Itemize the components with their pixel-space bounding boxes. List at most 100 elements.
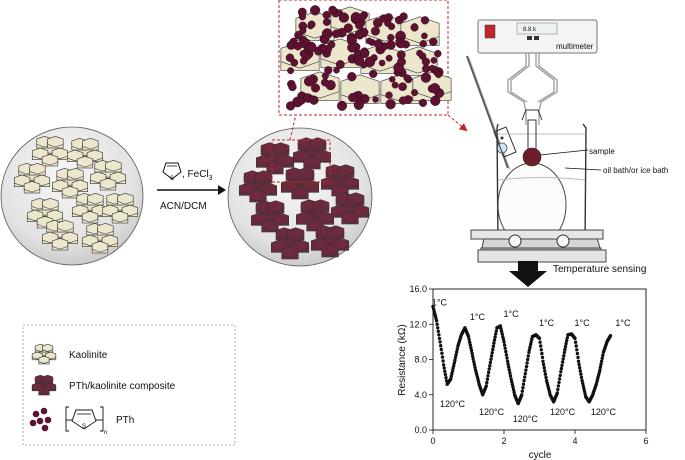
pth-dot [336,9,343,17]
pth-dot [309,95,319,105]
solvent-label: ACN/DCM [160,201,207,212]
data-point [577,362,581,367]
data-point [437,333,441,337]
data-point [450,369,455,373]
composite-sphere [227,127,373,267]
kaolinite-particle [51,237,69,251]
x-axis-label: cycle [529,450,552,460]
pth-dot [304,76,315,87]
data-point [525,361,529,365]
pth-dot [389,76,396,83]
kaolinite-icon [31,343,57,365]
data-point [502,340,506,344]
data-point [472,360,476,364]
pth-dot [350,12,362,23]
display-readout: 8.8 k [523,27,537,33]
data-point [494,332,498,336]
pth-dot [397,57,406,67]
pth-dot [364,56,376,68]
data-point [468,343,472,347]
data-point [499,327,503,331]
data-point [557,380,561,385]
data-point [472,362,477,367]
data-point [466,334,471,339]
data-point [505,356,509,360]
x-tick-label: 4 [572,436,577,446]
bath-label: oil bath/or ice bath [603,166,668,175]
data-point [540,351,544,356]
kaolinite-particle [91,240,109,254]
pth-dot [347,42,357,53]
plot-frame [432,288,647,431]
sensing-label: Temperature sensing [553,264,646,275]
data-point [504,349,508,354]
pth-dot [387,22,396,31]
data-point [493,335,497,339]
data-point [455,350,459,354]
y-tick-label: 8.0 [414,355,427,365]
composite-particle [267,200,285,214]
pth-dot [395,38,403,45]
pth-dot [385,54,393,62]
data-point [608,334,613,338]
pth-atom: S [82,424,86,430]
data-point [582,389,587,393]
pth-dot [36,417,44,425]
data-point [526,354,530,358]
reagent-label: , FeCl3 [182,169,213,182]
pth-dot [299,57,308,65]
pth-dot [324,66,333,75]
data-point [522,378,526,383]
data-point [508,374,513,378]
temperature-annotation: 1°C [504,309,520,319]
pth-dot [420,16,430,25]
data-point [600,356,604,360]
kaolinite-particle [42,343,54,353]
data-point [486,370,491,375]
pth-dot [331,29,341,39]
x-tick-label: 6 [643,436,648,446]
data-point [562,350,567,355]
data-point [559,370,563,374]
data-point [501,334,505,339]
data-point [557,377,562,381]
pth-dot [398,82,407,91]
composite-particle [321,244,339,258]
composite-particle [270,239,289,253]
data-point [598,365,603,369]
composite-particle [297,167,315,181]
inset-particles [280,5,452,111]
data-point [601,353,605,358]
pth-dot [428,64,436,72]
pth-dot [322,18,331,26]
pth-dot [355,20,364,30]
data-point [440,351,444,355]
kaolinite-particle [42,197,59,211]
data-point [449,374,453,378]
data-point [543,369,547,373]
data-point [486,374,490,378]
pth-dot [403,74,411,82]
pth-dot [328,5,337,15]
pth-dot [421,32,428,40]
probe-wires [507,53,558,125]
data-point [541,359,545,363]
y-tick-label: 12.0 [409,319,427,329]
composite-particle [255,170,273,184]
y-tick-label: 0.0 [414,425,427,435]
setup-arrow [447,114,468,132]
kaolinite-particle [76,155,94,169]
pth-dot [353,99,364,110]
composite-particle [287,227,305,241]
pth-dot [370,26,380,36]
composite-particle [309,137,327,151]
data-point [434,319,439,323]
pth-dot [343,23,353,33]
reaction-step: S , FeCl3 ACN/DCM [157,162,226,212]
data-point [504,353,509,357]
data-point [507,368,511,372]
y-tick-label: 4.0 [414,390,427,400]
sensing-step: Temperature sensing [509,261,646,287]
